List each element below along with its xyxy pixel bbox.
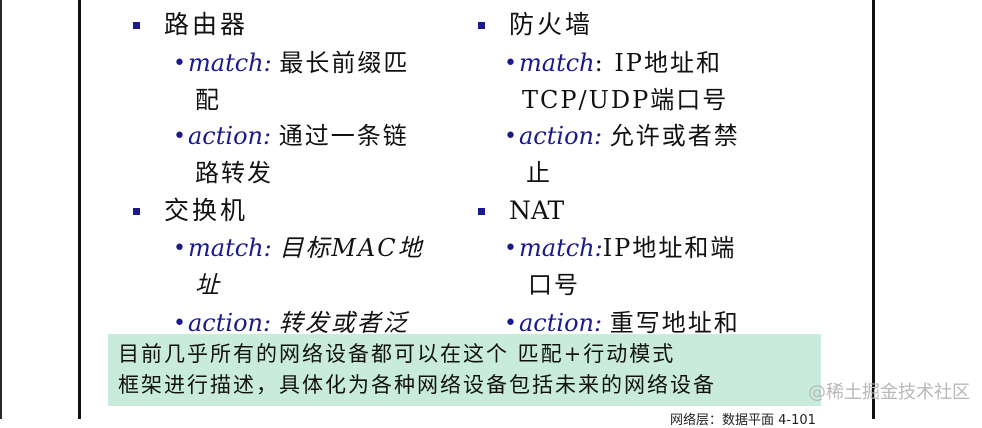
- slide-right-border: [872, 0, 875, 419]
- keyword: match: [519, 49, 595, 77]
- item-text: 通过一条链: [278, 122, 409, 150]
- callout-box: 目前几乎所有的网络设备都可以在这个 匹配+行动模式 框架进行描述，具体化为各种网…: [108, 334, 821, 406]
- group-title: 交换机: [164, 196, 249, 225]
- item-continuation: 址: [195, 271, 221, 299]
- item-continuation: 止: [526, 159, 552, 187]
- dot-bullet-icon: •: [504, 51, 517, 76]
- square-bullet-icon: [133, 22, 140, 29]
- keyword: action:: [188, 122, 272, 150]
- keyword: match:: [188, 49, 272, 77]
- callout-line-2: 框架进行描述，具体化为各种网络设备包括未来的网络设备: [118, 373, 716, 397]
- square-bullet-icon: [133, 208, 140, 215]
- dot-bullet-icon: •: [504, 124, 517, 149]
- square-bullet-icon: [478, 22, 485, 29]
- group-title: NAT: [509, 196, 565, 225]
- item-text: : IP地址和: [594, 49, 722, 77]
- item-text: 允许或者禁: [609, 122, 740, 150]
- watermark: @稀土掘金技术社区: [808, 382, 970, 403]
- dot-bullet-icon: •: [504, 311, 517, 336]
- keyword: action:: [519, 309, 603, 337]
- item-text: 重写地址和: [609, 309, 740, 337]
- square-bullet-icon: [478, 208, 485, 215]
- slide-left-border: [78, 0, 81, 419]
- item-text: 最长前缀匹: [279, 49, 410, 77]
- dot-bullet-icon: •: [173, 311, 186, 336]
- item-continuation: 路转发: [195, 159, 273, 187]
- item-continuation: TCP/UDP端口号: [522, 86, 729, 114]
- keyword: match:: [188, 234, 272, 262]
- dot-bullet-icon: •: [173, 236, 186, 261]
- keyword: action:: [188, 309, 272, 337]
- left-edge-strip: [0, 0, 2, 419]
- group-title: 防火墙: [509, 10, 594, 39]
- callout-line-1: 目前几乎所有的网络设备都可以在这个 匹配+行动模式: [118, 342, 676, 366]
- dot-bullet-icon: •: [173, 51, 186, 76]
- item-continuation: 配: [195, 86, 221, 114]
- keyword: action:: [519, 122, 603, 150]
- group-title: 路由器: [164, 10, 249, 39]
- item-continuation: 口号: [528, 271, 580, 299]
- dot-bullet-icon: •: [173, 124, 186, 149]
- item-text: 转发或者泛: [278, 309, 409, 337]
- item-text: IP地址和端: [602, 234, 737, 262]
- item-text: 目标MAC地: [279, 234, 424, 262]
- keyword: match:: [519, 234, 603, 262]
- dot-bullet-icon: •: [504, 236, 517, 261]
